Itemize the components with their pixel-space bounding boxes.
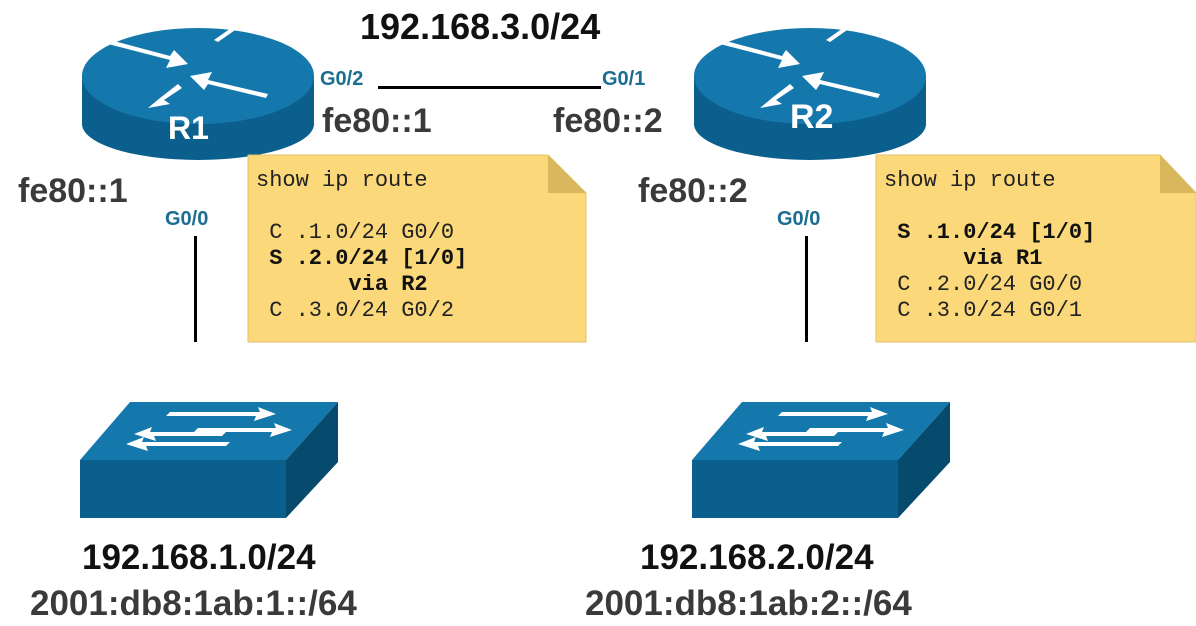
r1-route-table: C .1.0/24 G0/0 S .2.0/24 [1/0] via R2 C … (256, 220, 467, 324)
r1-lan-link (194, 236, 197, 342)
r1-wan-lla: fe80::1 (322, 102, 432, 140)
right-network-v4: 192.168.2.0/24 (640, 538, 874, 577)
router-r2-icon (694, 18, 926, 160)
r2-wan-lla: fe80::2 (553, 102, 663, 140)
r2-wan-iface-label: G0/1 (602, 68, 646, 90)
r1-wan-iface-label: G0/2 (320, 68, 364, 90)
r2-lan-link (805, 236, 808, 342)
right-network-v6: 2001:db8:1ab:2::/64 (585, 584, 912, 623)
route-line: S .2.0/24 [1/0] (256, 246, 468, 271)
route-line: C .3.0/24 G0/2 (256, 298, 455, 323)
route-line: C .2.0/24 G0/0 (884, 272, 1083, 297)
route-line: C .3.0/24 G0/1 (884, 298, 1083, 323)
r1-lan-iface-label: G0/0 (165, 208, 209, 230)
r2-route-note (875, 154, 1196, 343)
router-r2-label: R2 (790, 98, 834, 136)
route-line: via R2 (256, 272, 428, 297)
switch-left-icon (80, 402, 338, 518)
r1-note-command: show ip route (256, 168, 428, 193)
route-line: via R1 (884, 246, 1043, 271)
r1-r2-link (378, 86, 601, 89)
r2-route-table: S .1.0/24 [1/0] via R1 C .2.0/24 G0/0 C … (884, 220, 1095, 324)
left-network-v6: 2001:db8:1ab:1::/64 (30, 584, 357, 623)
left-network-v4: 192.168.1.0/24 (82, 538, 316, 577)
router-r1-icon (82, 18, 314, 160)
r1-route-note (247, 154, 587, 343)
top-network-label: 192.168.3.0/24 (360, 6, 601, 47)
route-line: S .1.0/24 [1/0] (884, 220, 1096, 245)
r1-lan-lla: fe80::1 (18, 172, 128, 210)
r2-note-command: show ip route (884, 168, 1056, 193)
router-r1-label: R1 (168, 110, 209, 146)
r2-lan-lla: fe80::2 (638, 172, 748, 210)
switch-right-icon (692, 402, 950, 518)
r2-lan-iface-label: G0/0 (777, 208, 821, 230)
route-line: C .1.0/24 G0/0 (256, 220, 455, 245)
